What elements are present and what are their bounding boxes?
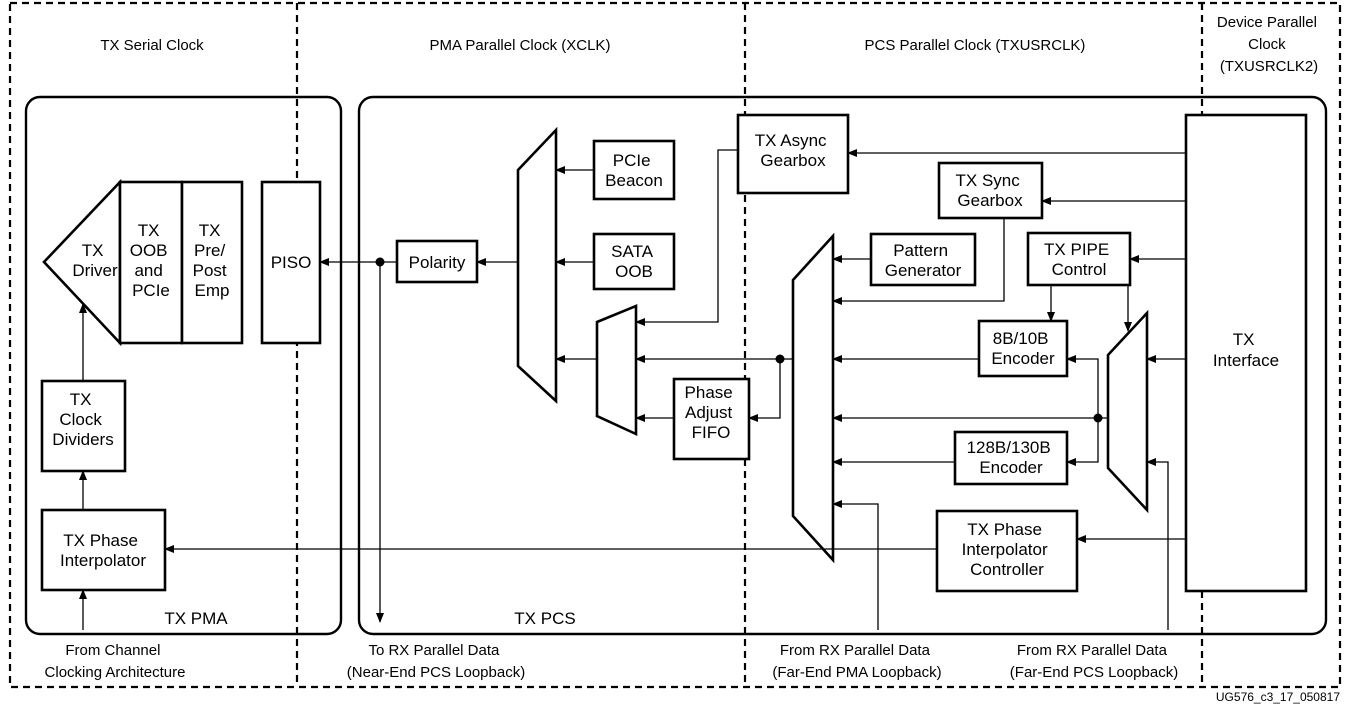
pcie-beacon-block: [592, 139, 676, 201]
tx-sync-gearbox-block: [937, 161, 1044, 220]
tx-pre-post-emp-text: TX Pre/ Post Emp: [193, 221, 232, 300]
tx-async-gearbox-block: [736, 113, 850, 195]
tx-pi-controller-block: [935, 509, 1079, 593]
device-parallel-clock-label: Device Parallel Clock (TXUSRCLK2): [1217, 14, 1321, 75]
from-rx-far-end-pcs-label: From RX Parallel Data (Far-End PCS Loopb…: [1010, 642, 1178, 681]
tx-oob-pcie-block: [118, 180, 184, 345]
tx-clock-dividers-text: TX Clock Dividers: [52, 390, 113, 449]
tx-pi-controller-text: TX Phase Interpolator Controller: [962, 520, 1053, 579]
polarity-block: [395, 239, 479, 284]
sata-oob-text: SATA OOB: [611, 242, 657, 281]
tx-interface-text: TX Interface: [1213, 330, 1279, 370]
signal-wires: [79, 149, 1186, 630]
small-mux-pma: [595, 304, 638, 437]
tx-phase-interpolator-block: [40, 508, 167, 592]
big-mux-pcs: [791, 232, 835, 564]
pattern-generator-text: Pattern Generator: [885, 241, 962, 280]
encoder-8b10b-text: 8B/10B Encoder: [991, 329, 1055, 368]
tx-phase-interpolator-text: TX Phase Interpolator: [60, 531, 146, 570]
tx-pcs-label: TX PCS: [514, 609, 575, 628]
pcs-parallel-clock-label: PCS Parallel Clock (TXUSRCLK): [865, 37, 1086, 54]
junction-dots: [375, 257, 1103, 423]
encoder-8b10b-block: [977, 319, 1069, 378]
tx-serial-clock-label: TX Serial Clock: [100, 37, 204, 54]
pattern-generator-block: [869, 232, 977, 287]
tx-pipe-control-block: [1026, 231, 1132, 287]
tx-pipe-control-text: TX PIPE Control: [1044, 240, 1114, 279]
piso-text: PISO: [271, 253, 312, 272]
from-rx-far-end-pma-label: From RX Parallel Data (Far-End PMA Loopb…: [772, 642, 941, 681]
big-mux-pma: [516, 126, 558, 404]
tx-interface-block: [1184, 113, 1308, 593]
polarity-text: Polarity: [409, 253, 466, 272]
encoder-128b130b-text: 128B/130B Encoder: [967, 438, 1056, 477]
tx-sync-gearbox-text: TX Sync Gearbox: [956, 171, 1025, 210]
encoder-128b130b-block: [953, 430, 1069, 486]
tx-pma-region: [24, 95, 343, 636]
tx-pre-post-emp-block: [180, 180, 244, 345]
tx-oob-pcie-text: TX OOB and PCIe: [130, 221, 173, 300]
pcie-beacon-text: PCIe Beacon: [605, 151, 663, 190]
tx-clock-dividers-block: [40, 379, 127, 473]
figure-id: UG576_c3_17_050817: [1216, 690, 1340, 704]
pma-parallel-clock-label: PMA Parallel Clock (XCLK): [430, 37, 611, 54]
tx-pcs-region: [357, 95, 1328, 636]
to-rx-near-end-label: To RX Parallel Data (Near-End PCS Loopba…: [347, 642, 525, 681]
from-channel-label: From Channel Clocking Architecture: [45, 642, 186, 681]
tx-pma-label: TX PMA: [164, 609, 228, 628]
tx-async-gearbox-text: TX Async Gearbox: [755, 131, 832, 170]
phase-adjust-fifo-text: Phase Adjust FIFO: [685, 383, 738, 442]
tx-driver-text: TX Driver: [72, 241, 118, 280]
small-mux-pcs: [1106, 309, 1149, 514]
